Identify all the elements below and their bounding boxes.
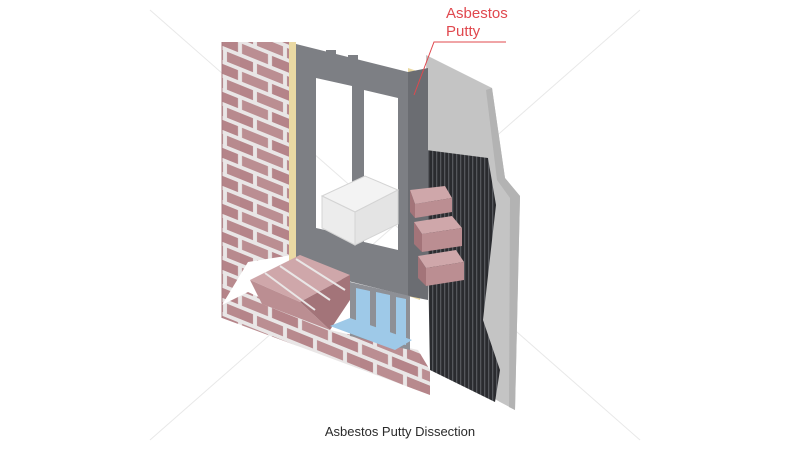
inner-wireframe	[320, 175, 400, 246]
diagram-caption: Asbestos Putty Dissection	[324, 424, 476, 439]
right-brick-stack	[410, 186, 464, 286]
callout-line-1: Asbestos	[446, 5, 508, 22]
callout-leader-line	[413, 41, 506, 96]
putty-strip-left	[289, 42, 296, 267]
sill-bricks	[250, 255, 350, 330]
callout-line-2: Putty	[446, 23, 481, 40]
lower-glazing	[330, 282, 412, 350]
brick-wall-lower	[222, 292, 430, 395]
plaster-edge	[486, 88, 520, 410]
window-frame	[296, 44, 408, 296]
brick-wall-front	[222, 42, 292, 305]
asbestos-putty-callout: Asbestos Putty	[446, 5, 536, 41]
